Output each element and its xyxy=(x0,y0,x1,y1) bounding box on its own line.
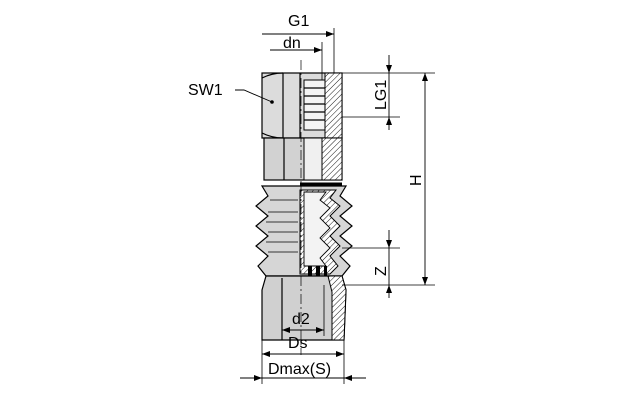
d2-label: d2 xyxy=(292,311,310,328)
h-label: H xyxy=(408,174,425,186)
h-dimension: H xyxy=(342,73,435,286)
lg1-dimension: LG1 xyxy=(342,55,435,130)
ds-label: Ds xyxy=(288,335,308,352)
z-dimension: Z xyxy=(342,230,400,298)
sw1-label: SW1 xyxy=(188,82,223,99)
sw1-leader: SW1 xyxy=(188,82,274,104)
shank xyxy=(263,137,343,186)
lg1-label: LG1 xyxy=(373,80,390,110)
z-label: Z xyxy=(373,266,390,276)
dn-label: dn xyxy=(283,35,301,52)
ds-dimension: Ds xyxy=(261,335,345,360)
dmax-label: Dmax(S) xyxy=(268,361,331,378)
dmax-dimension: Dmax(S) xyxy=(240,360,366,384)
g1-label: G1 xyxy=(288,13,309,30)
d2-dimension: d2 xyxy=(281,285,325,336)
bellows xyxy=(255,185,353,277)
hex-nut xyxy=(261,72,343,139)
g1-dimension: G1 xyxy=(262,13,335,73)
dn-dimension: dn xyxy=(270,35,323,80)
